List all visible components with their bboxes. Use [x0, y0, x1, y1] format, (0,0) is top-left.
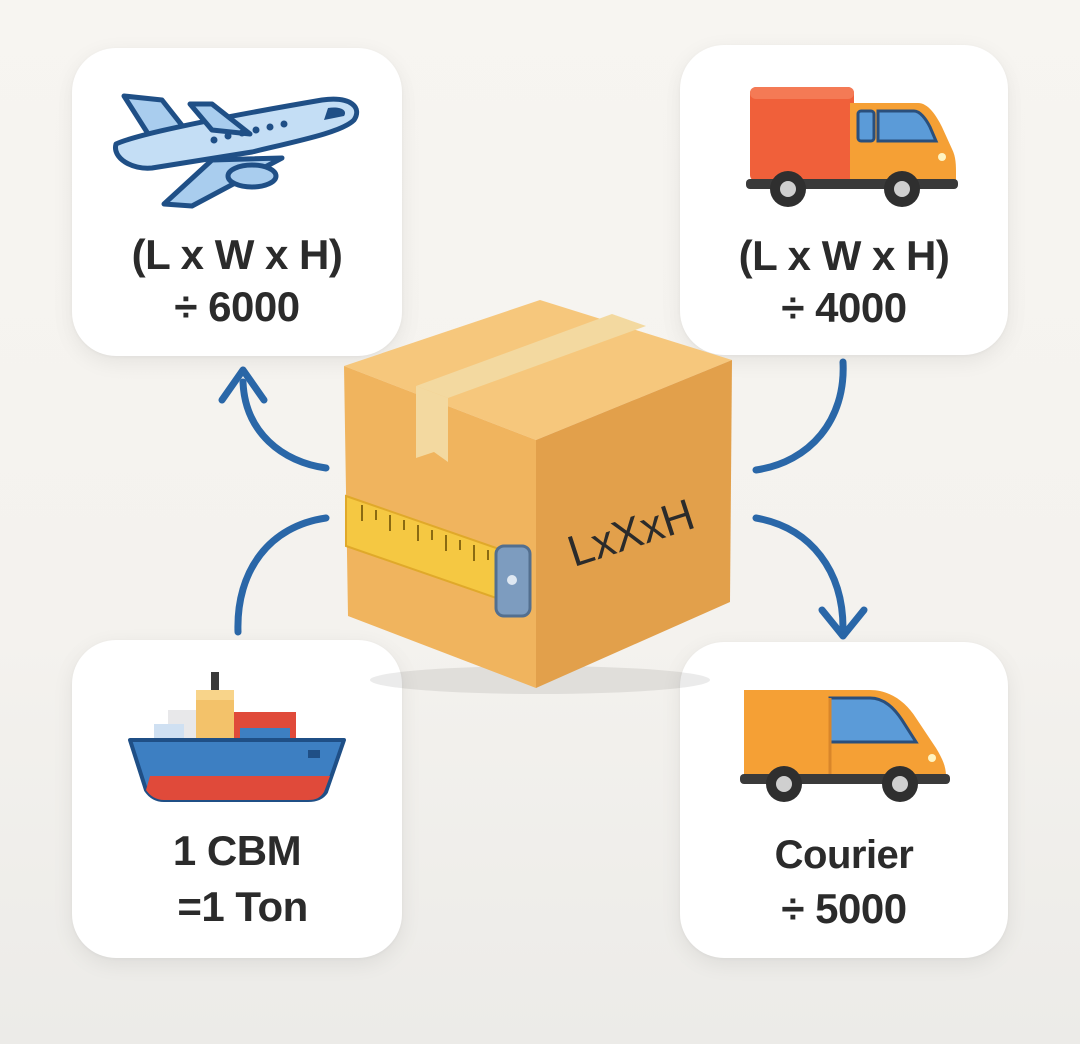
sea-formula-line1: 1 CBM	[172, 827, 302, 874]
airplane-icon	[113, 93, 360, 209]
courier-card: Courier ÷ 5000	[680, 642, 1008, 958]
courier-formula-line2: ÷ 5000	[781, 885, 907, 932]
arrow-to-courier	[752, 514, 847, 632]
air-formula-line2: ÷ 6000	[174, 283, 300, 330]
air-formula-line1: (L x W x H)	[131, 231, 343, 278]
arrow-to-air	[239, 378, 330, 472]
cargo-ship-icon	[128, 672, 346, 802]
truck-icon	[746, 87, 958, 207]
sea-formula-line2: =1 Ton	[166, 883, 308, 930]
cardboard-box-icon: LxXxH	[344, 300, 732, 694]
sea-freight-card: 1 CBM =1 Ton	[72, 640, 402, 958]
truck-formula-line1: (L x W x H)	[738, 232, 950, 279]
truck-freight-card: (L x W x H) ÷ 4000	[680, 45, 1008, 355]
arrowhead-air	[218, 366, 268, 404]
arrowhead-courier	[818, 606, 868, 640]
truck-formula-line2: ÷ 4000	[781, 284, 907, 331]
courier-van-icon	[740, 690, 950, 802]
air-freight-card: (L x W x H) ÷ 6000	[72, 48, 402, 356]
arrow-from-sea	[234, 514, 330, 636]
courier-formula-line1: Courier	[774, 833, 914, 877]
arrow-from-truck	[752, 358, 847, 474]
